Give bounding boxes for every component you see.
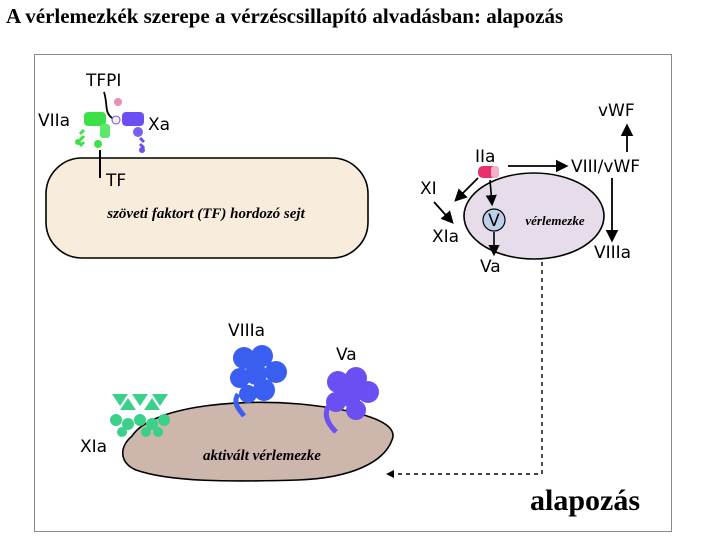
v-granule	[482, 208, 506, 232]
resting-platelet	[463, 172, 605, 260]
xia-cluster	[110, 394, 170, 437]
xa-label: Xa	[148, 115, 170, 135]
tfpi-pink-dot	[114, 98, 122, 106]
xa-molecule	[111, 112, 146, 153]
viiia-bound-label: VIIIa	[228, 321, 265, 341]
activated-platelet	[121, 401, 394, 482]
tf-label: TF	[105, 171, 126, 191]
tf-bearing-cell	[45, 157, 369, 259]
xi-label: XI	[420, 179, 437, 199]
xia-bound-label: XIa	[80, 437, 107, 457]
viiia-cluster	[230, 345, 287, 418]
platelet-label: vérlemezke	[525, 213, 584, 228]
vwf-label: vWF	[598, 101, 635, 121]
arrow-xi-to-xia	[433, 201, 454, 224]
va-bound-label: Va	[336, 345, 357, 365]
activated-platelet-label: aktivált vérlemezke	[203, 448, 321, 464]
iia-label: IIa	[475, 147, 495, 167]
tf-cell-label: szöveti faktort (TF) hordozó sejt	[106, 206, 305, 222]
viii-vwf-label: VIII/vWF	[571, 157, 640, 177]
va-cluster	[323, 367, 379, 434]
tfpi-label: TFPI	[85, 71, 121, 91]
dashed-connector	[392, 262, 543, 475]
viiia-label: VIIIa	[594, 243, 631, 263]
va-label: Va	[480, 257, 501, 277]
arrow-iia-to-xi	[454, 177, 479, 202]
viia-molecule	[75, 112, 110, 148]
viia-label: VIIa	[38, 111, 70, 131]
dashed-connector-arrowhead	[386, 470, 394, 478]
tfpi-curve	[103, 91, 113, 119]
arrow-iia-to-v	[485, 179, 497, 207]
iia-molecule-tip	[491, 166, 499, 178]
v-marker: V	[488, 211, 500, 231]
page-title: A vérlemezkék szerepe a vérzéscsillapító…	[6, 4, 564, 28]
xia-label: XIa	[432, 227, 459, 247]
stage-label: alapozás	[530, 484, 640, 517]
figure-frame	[34, 54, 672, 532]
